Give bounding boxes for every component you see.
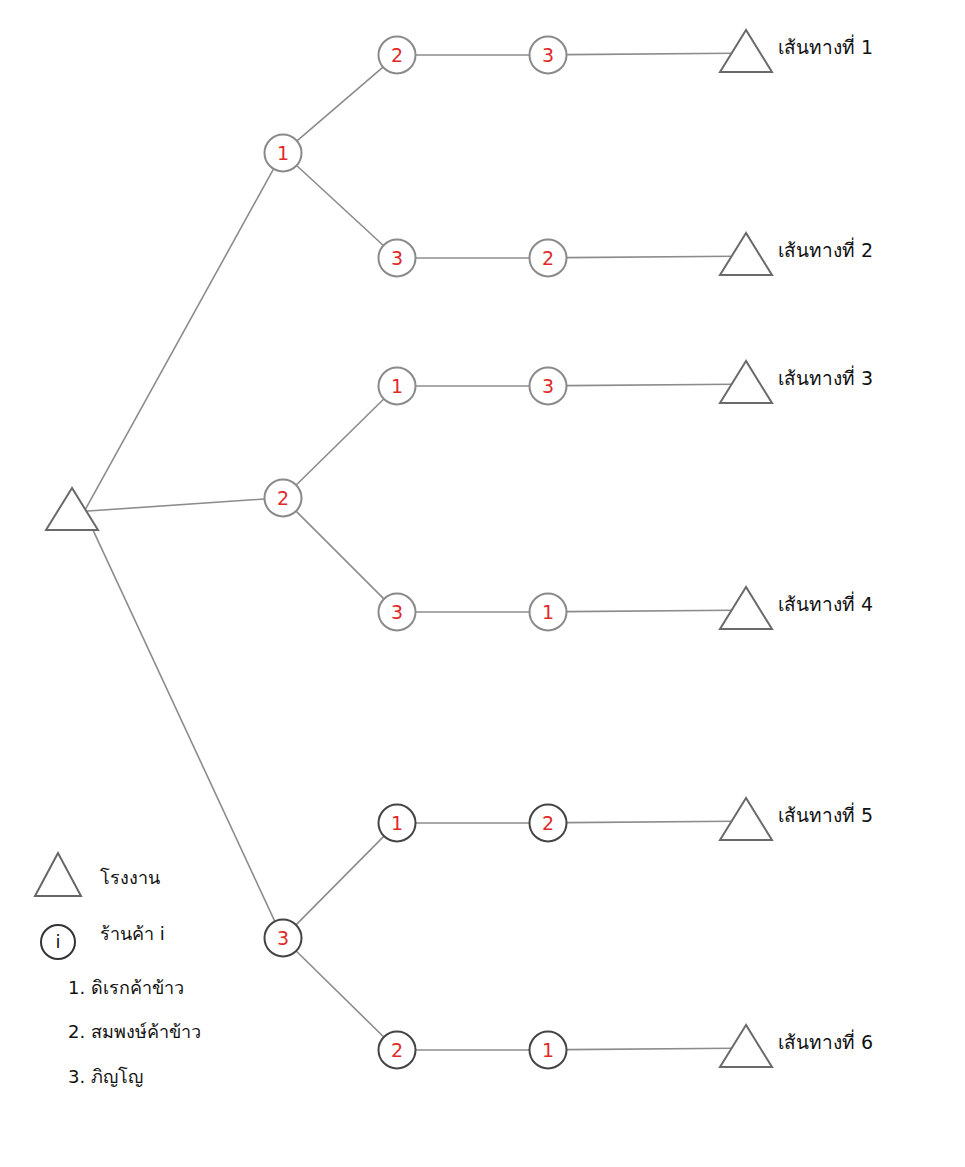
route-label: เส้นทางที่ 5 (778, 804, 873, 827)
route-line (416, 54, 530, 56)
route-end: เส้นทางที่ 5 (718, 796, 774, 842)
factory-node (44, 486, 100, 532)
route-line (566, 1048, 733, 1049)
store-circle: 3 (263, 918, 303, 958)
store-number: 3 (377, 592, 417, 632)
store-circle: 3 (377, 592, 417, 632)
store-number: 1 (528, 1030, 568, 1070)
store-number: 3 (528, 35, 568, 75)
store-circle: 2 (528, 238, 568, 278)
store-circle: 3 (377, 238, 417, 278)
route-end: เส้นทางที่ 3 (718, 359, 774, 405)
factory-triangle (718, 585, 774, 631)
triangle-outline (720, 798, 772, 840)
store-circle: 1 (377, 366, 417, 406)
store-circle: 2 (377, 35, 417, 75)
route-end: เส้นทางที่ 1 (718, 28, 774, 74)
route-line (416, 822, 530, 824)
route-label: เส้นทางที่ 4 (778, 593, 873, 616)
legend-text: 1. ดิเรกค้าข้าว (68, 977, 184, 999)
store-circle: 2 (528, 803, 568, 843)
route-line (416, 257, 530, 259)
store-number: 3 (377, 238, 417, 278)
factory-triangle (718, 231, 774, 277)
store-symbol (41, 925, 75, 959)
store-number: 1 (377, 366, 417, 406)
route-line (84, 169, 273, 511)
store-number: 2 (263, 478, 303, 518)
route-end: เส้นทางที่ 2 (718, 231, 774, 277)
triangle-outline (720, 1025, 772, 1067)
legend-text: ร้านค้า i (100, 923, 165, 945)
triangle-outline (720, 361, 772, 403)
route-line (416, 385, 530, 387)
store-circle: 1 (263, 133, 303, 173)
legend-text: โรงงาน (100, 867, 160, 889)
store-number: 2 (377, 1030, 417, 1070)
factory-triangle (718, 1023, 774, 1069)
store-number: 2 (377, 35, 417, 75)
store-circle: 3 (528, 366, 568, 406)
factory-triangle (718, 28, 774, 74)
store-circle: 2 (263, 478, 303, 518)
route-line (566, 53, 733, 54)
store-circle: 2 (377, 1030, 417, 1070)
legend-symbol-letter: i (55, 931, 60, 953)
route-line (84, 499, 264, 511)
route-label: เส้นทางที่ 2 (778, 239, 873, 262)
factory-triangle (718, 796, 774, 842)
legend-text: 3. ภิญโญ (68, 1066, 143, 1088)
store-circle: 3 (528, 35, 568, 75)
triangle-outline (46, 488, 98, 530)
route-line (416, 611, 530, 613)
store-circle: 1 (528, 592, 568, 632)
legend-text: 2. สมพงษ์ค้าข้าว (68, 1021, 201, 1043)
route-line (296, 399, 384, 485)
route-line (566, 821, 733, 822)
triangle-outline (720, 233, 772, 275)
store-circle: 1 (528, 1030, 568, 1070)
route-label: เส้นทางที่ 1 (778, 36, 873, 59)
route-line (296, 511, 384, 599)
triangle-outline (720, 30, 772, 72)
route-line (296, 836, 384, 925)
route-line (297, 67, 383, 141)
route-line (566, 610, 733, 611)
store-circle: 1 (377, 803, 417, 843)
route-label: เส้นทางที่ 3 (778, 367, 873, 390)
route-line (566, 256, 733, 257)
route-line (84, 511, 275, 921)
factory-triangle (44, 486, 100, 532)
factory-symbol (35, 853, 81, 896)
store-number: 3 (528, 366, 568, 406)
store-number: 3 (263, 918, 303, 958)
route-line (296, 951, 384, 1037)
store-number: 1 (263, 133, 303, 173)
route-line (297, 166, 384, 246)
route-label: เส้นทางที่ 6 (778, 1031, 873, 1054)
route-end: เส้นทางที่ 4 (718, 585, 774, 631)
store-number: 2 (528, 238, 568, 278)
triangle-outline (720, 587, 772, 629)
route-end: เส้นทางที่ 6 (718, 1023, 774, 1069)
route-line (416, 1049, 530, 1051)
store-number: 2 (528, 803, 568, 843)
store-number: 1 (377, 803, 417, 843)
route-line (566, 384, 733, 385)
store-number: 1 (528, 592, 568, 632)
factory-triangle (718, 359, 774, 405)
